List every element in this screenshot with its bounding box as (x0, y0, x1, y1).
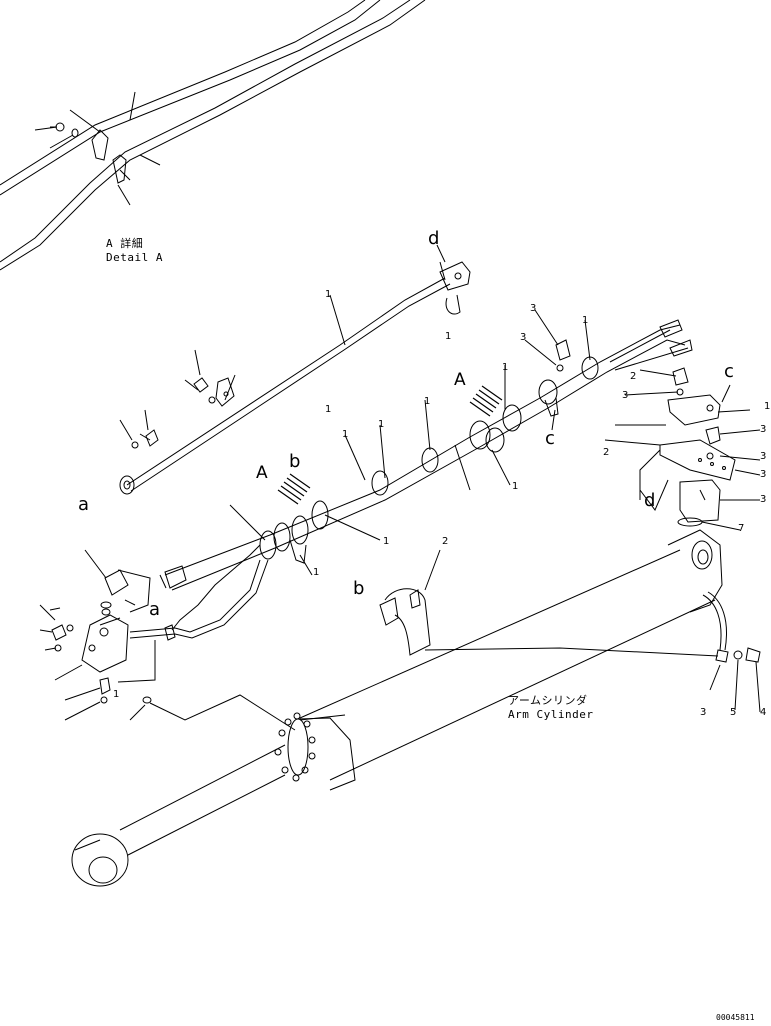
part-num: 5 (730, 707, 737, 718)
part-num: 1 (325, 289, 332, 300)
part-num: 3 (520, 332, 527, 343)
part-num: 2 (442, 536, 449, 547)
part-num: 3 (760, 424, 767, 435)
part-num: 2 (630, 371, 637, 382)
part-num: 1 (313, 567, 320, 578)
detail-title-en: Detail A (106, 251, 163, 264)
callout-a-left: a (78, 494, 90, 515)
part-num: 4 (760, 707, 767, 718)
part-num: 3 (530, 303, 537, 314)
part-num: 3 (760, 451, 767, 462)
part-num: 1 (383, 536, 390, 547)
part-num: 3 (760, 494, 767, 505)
section-marker-a-upper: A (454, 370, 466, 390)
bracket-assembly (605, 368, 760, 530)
part-num: 3 (700, 707, 707, 718)
section-markers (278, 386, 502, 504)
drawing-code: 00045811 (716, 1013, 755, 1022)
main-hose (160, 320, 692, 630)
callout-b-mid: b (289, 451, 301, 472)
detail-title-jp: A 詳細 (106, 237, 144, 250)
part-num: 1 (325, 404, 332, 415)
valve-assembly (40, 550, 268, 720)
part-num: 7 (738, 523, 745, 534)
callout-a-valve: a (149, 599, 161, 620)
section-marker-a-lower: A (256, 463, 268, 483)
part-num: 1 (512, 481, 519, 492)
cylinder-name-jp: アームシリンダ (508, 694, 588, 707)
part-num: 1 (764, 401, 771, 412)
part-num: 1 (378, 419, 385, 430)
part-num: 1 (342, 429, 349, 440)
upper-tube (120, 245, 470, 494)
cylinder-name-en: Arm Cylinder (508, 708, 594, 721)
part-num: 2 (603, 447, 610, 458)
part-num: 1 (424, 396, 431, 407)
callout-c-right: c (724, 361, 734, 382)
callout-b-lower: b (353, 578, 365, 599)
bolts-upper (120, 350, 235, 448)
arm-cylinder (72, 530, 760, 886)
part-num: 1 (502, 362, 509, 373)
part-num: 3 (760, 469, 767, 480)
part-num: 1 (582, 315, 589, 326)
callout-d-right: d (644, 490, 656, 511)
detail-a-tubes (0, 0, 425, 270)
part-num: 1 (113, 689, 120, 700)
part-num: 1 (445, 331, 452, 342)
callout-c-mid: c (545, 428, 555, 449)
bolts-hose (525, 310, 570, 371)
callout-d-top: d (428, 228, 440, 249)
part-num: 3 (622, 390, 629, 401)
